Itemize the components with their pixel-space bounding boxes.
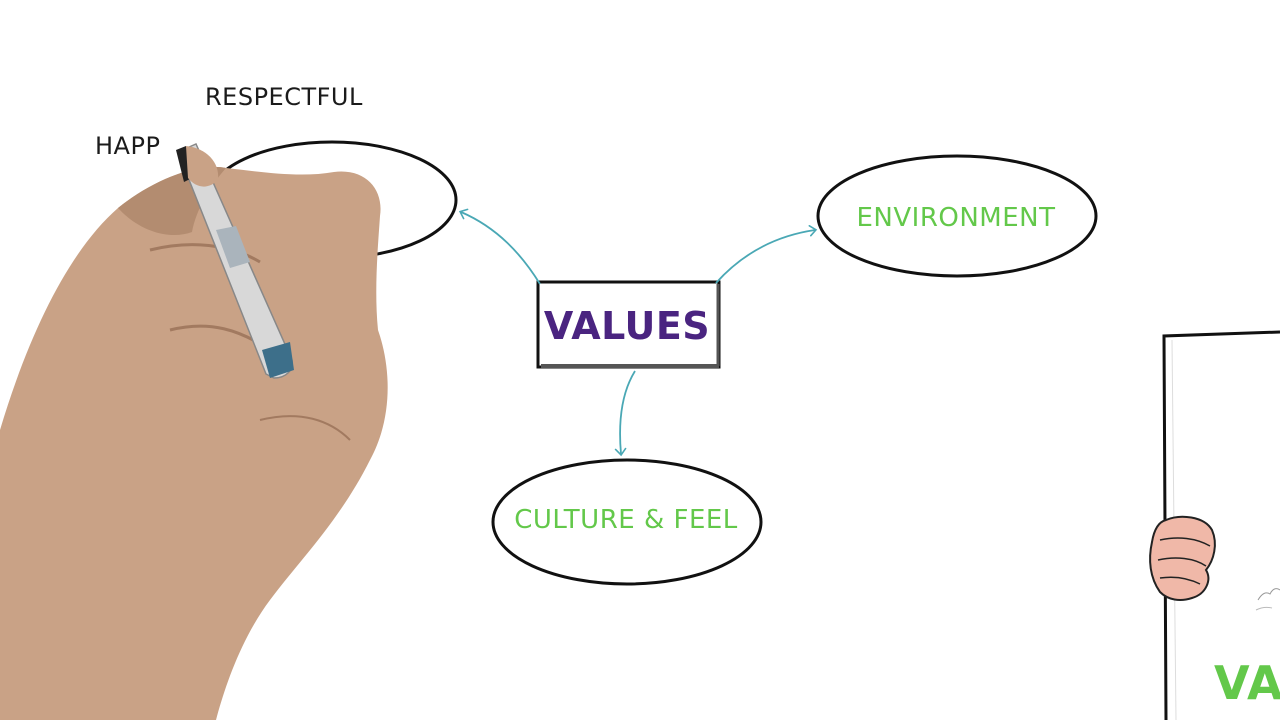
sign-partial-text: VA [1214, 656, 1280, 710]
arrow-to-culture-feel [614, 370, 636, 457]
holding-hand-icon [1149, 515, 1216, 601]
arrow-to-environment [715, 224, 818, 284]
values-label: VALUES [543, 304, 711, 348]
culture-feel-label: CULTURE & FEEL [514, 505, 738, 535]
arrow-to-values-bubble [458, 208, 541, 285]
values-box [536, 280, 721, 369]
drawing-hand-icon [0, 166, 388, 720]
word-happy-partial: HAPP [95, 132, 161, 160]
culture-feel-ellipse [491, 458, 763, 586]
marker-pen-icon [176, 143, 294, 379]
environment-label: ENVIRONMENT [856, 203, 1056, 233]
environment-ellipse [816, 154, 1098, 278]
word-respectful: RESPECTFUL [205, 83, 363, 111]
